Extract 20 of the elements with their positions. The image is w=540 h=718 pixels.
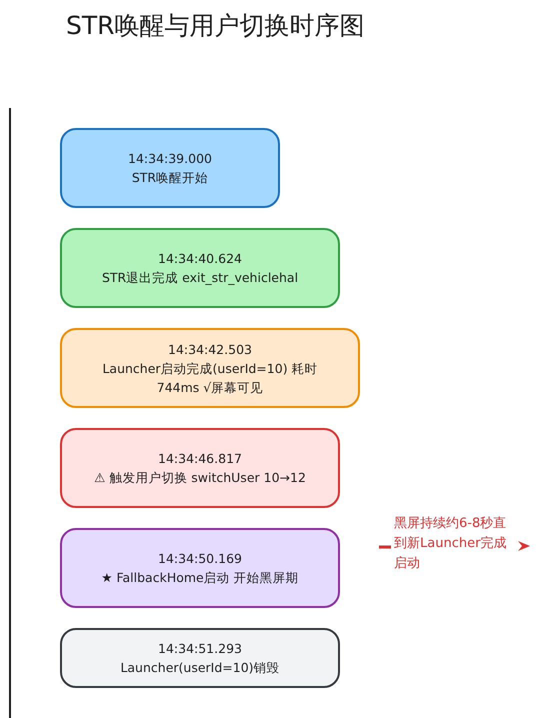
event-box — [60, 128, 280, 208]
event-text: ★ FallbackHome启动 开始黑屏期 — [101, 569, 299, 587]
event-text: Launcher启动完成(userId=10) 耗时744ms √屏幕可见 — [101, 360, 319, 396]
timestamp-text: 14:34:39.000 — [128, 150, 212, 168]
event-box — [60, 528, 340, 608]
event-text: STR唤醒开始 — [132, 169, 208, 187]
event-box — [60, 428, 340, 508]
event-box — [60, 628, 340, 688]
event-text: ⚠ 触发用户切换 switchUser 10→12 — [94, 469, 306, 487]
event-box — [60, 328, 360, 408]
timestamp-text: 14:34:46.817 — [158, 450, 242, 468]
event-text: STR退出完成 exit_str_vehiclehal — [102, 269, 298, 287]
timestamp-text: 14:34:42.503 — [168, 340, 252, 358]
event-text: Launcher(userId=10)销毁 — [120, 659, 280, 677]
timestamp-text: 14:34:51.293 — [158, 640, 242, 658]
timestamp-text: 14:34:50.169 — [158, 550, 242, 568]
annotation-note: 黑屏持续约6-8秒直到新Launcher完成启动 — [394, 515, 508, 573]
diagram-title: STR唤醒与用户切换时序图 — [66, 10, 365, 42]
event-box — [60, 228, 340, 308]
timestamp-text: 14:34:40.624 — [158, 250, 242, 268]
